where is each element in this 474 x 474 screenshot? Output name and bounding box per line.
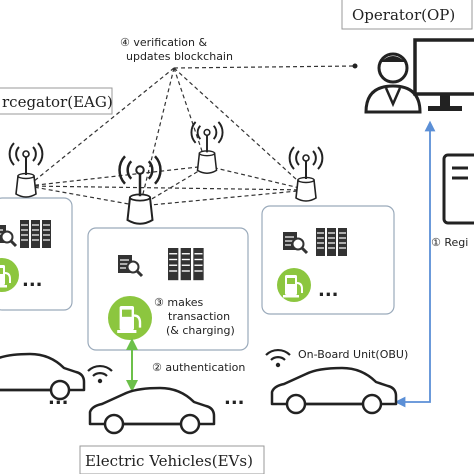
step2-label: ② authentication bbox=[152, 361, 245, 374]
car-icon bbox=[0, 352, 86, 401]
antenna-icon bbox=[288, 146, 324, 202]
step3-label-line1: ③ makes bbox=[154, 296, 204, 309]
monitor-icon bbox=[413, 38, 474, 111]
step3-label-line3: (& charging) bbox=[166, 324, 235, 337]
server-rack-icon bbox=[19, 219, 52, 249]
wifi-icon bbox=[264, 348, 292, 369]
car-icon bbox=[270, 366, 398, 415]
car-icon bbox=[88, 386, 216, 435]
aggregator-label: rcegator(EAG) bbox=[2, 93, 113, 111]
wifi-icon bbox=[86, 364, 114, 385]
antenna-icon bbox=[118, 155, 162, 225]
operator-label: Operator(OP) bbox=[352, 6, 455, 24]
ellipsis: ... bbox=[22, 270, 43, 291]
card-icon bbox=[442, 153, 474, 225]
blockchain-network-lines bbox=[27, 65, 356, 207]
registration-arrow bbox=[394, 120, 436, 408]
registration-label: ① Regi bbox=[431, 236, 468, 249]
obu-label: On-Board Unit(OBU) bbox=[298, 348, 408, 361]
server-rack-icon bbox=[167, 247, 205, 281]
step4-label-line1: ④ verification & bbox=[120, 36, 207, 49]
antenna-icon bbox=[190, 121, 224, 175]
antenna-icon bbox=[8, 142, 44, 198]
aggregator-label-box: rcegator(EAG) bbox=[0, 87, 113, 115]
server-rack-icon bbox=[315, 227, 348, 257]
operator-person-icon bbox=[364, 52, 422, 114]
operator-node-dot bbox=[352, 63, 358, 69]
ellipsis: ... bbox=[224, 388, 245, 409]
step3-label-line2: transaction bbox=[168, 310, 230, 323]
ellipsis: ... bbox=[48, 388, 69, 409]
aggregator-box-left bbox=[0, 197, 73, 311]
ellipsis: ... bbox=[318, 280, 339, 301]
evs-label: Electric Vehicles(EVs) bbox=[85, 452, 253, 470]
evs-label-box: Electric Vehicles(EVs) bbox=[79, 445, 265, 474]
operator-label-box: Operator(OP) bbox=[341, 0, 473, 30]
step4-label-line2: updates blockchain bbox=[126, 50, 233, 63]
